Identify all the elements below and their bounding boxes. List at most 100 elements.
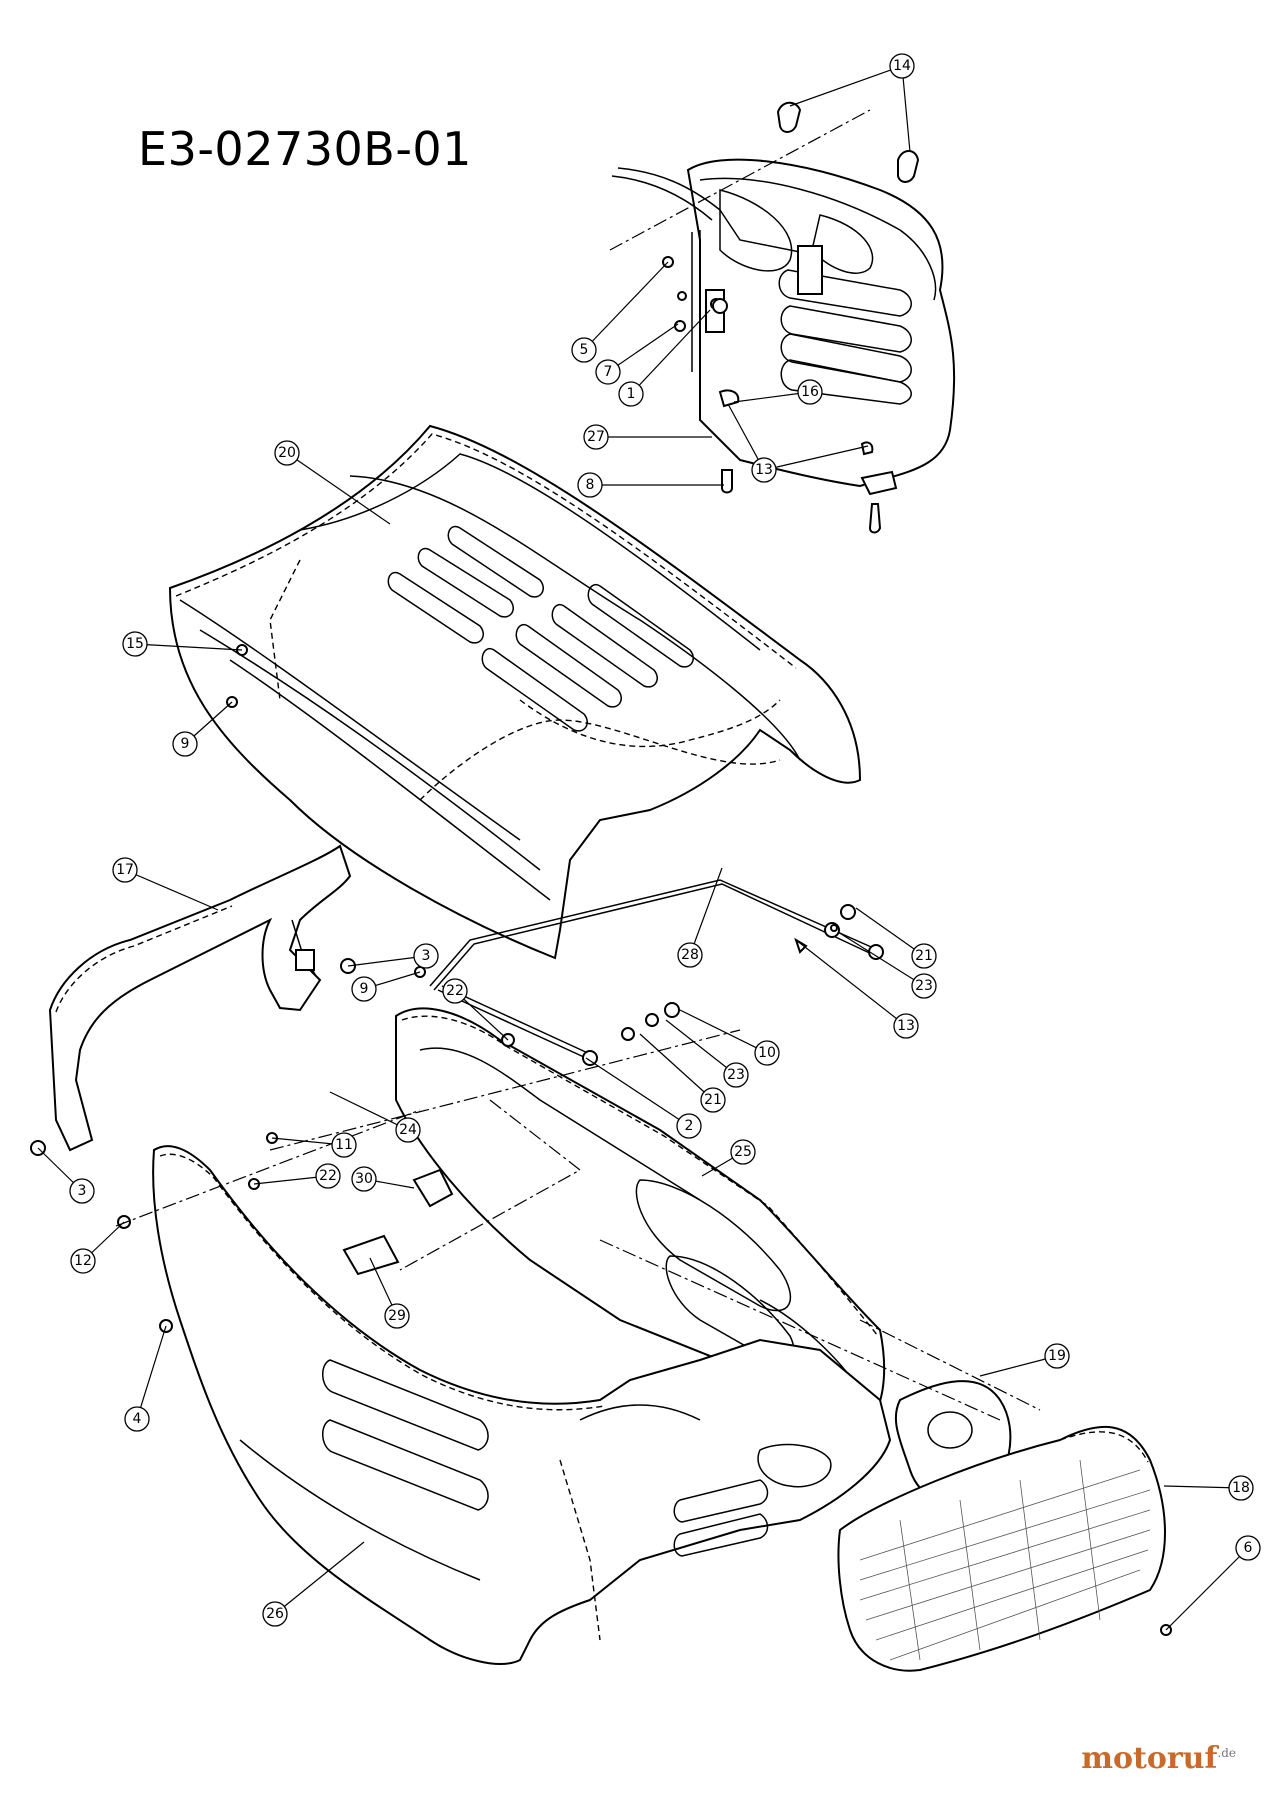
callout-label: 30 [355, 1171, 373, 1187]
callout-circle [112, 857, 138, 883]
front-body [152, 1145, 892, 1665]
callout-circle [331, 1132, 357, 1158]
callout-label: 25 [734, 1144, 752, 1160]
leader-line [329, 1091, 409, 1131]
callout-circle [911, 943, 937, 969]
callout-8: 8 [577, 472, 724, 498]
callout-26: 26 [262, 1541, 365, 1627]
callout-circle [315, 1163, 341, 1189]
callout-label: 20 [278, 445, 296, 461]
callout-label: 28 [681, 947, 699, 963]
callout-25: 25 [701, 1139, 756, 1177]
callout-circle [262, 1601, 288, 1627]
callout-23: 23 [665, 1019, 749, 1088]
assembly-lines [115, 109, 1041, 1421]
callout-label: 14 [893, 58, 911, 74]
callout-circle [911, 973, 937, 999]
leader-line [630, 309, 711, 395]
callout-label: 22 [446, 983, 464, 999]
callout-20: 20 [274, 440, 391, 525]
callout-label: 21 [915, 948, 933, 964]
callout-6: 6 [1165, 1535, 1261, 1631]
leader-line [124, 869, 219, 911]
callout-label: 3 [422, 948, 431, 964]
leader-line [1165, 1547, 1249, 1631]
callout-circle [751, 457, 777, 483]
hood [168, 424, 862, 960]
callout-label: 9 [181, 736, 190, 752]
callout-circle [797, 379, 823, 405]
callout-14: 14 [789, 53, 915, 153]
callout-circle [618, 381, 644, 407]
leader-line [665, 1019, 737, 1076]
callout-circle [595, 359, 621, 385]
callout-28: 28 [677, 867, 723, 968]
callout-11: 11 [271, 1132, 357, 1158]
front-hardware [30, 644, 1172, 1636]
callout-30: 30 [351, 1166, 415, 1192]
callout-label: 19 [1048, 1348, 1066, 1364]
callout-24: 24 [329, 1091, 421, 1143]
callout-18: 18 [1163, 1475, 1254, 1501]
leader-line [901, 65, 911, 153]
callout-label: 10 [758, 1045, 776, 1061]
front-bracket [48, 844, 352, 1152]
leader-line [979, 1355, 1058, 1377]
callout-label: 9 [360, 981, 369, 997]
callout-circle [1228, 1475, 1254, 1501]
leader-line [679, 1009, 768, 1054]
leader-line [607, 323, 679, 373]
callout-label: 7 [604, 364, 613, 380]
leader-line [639, 1033, 714, 1101]
callout-label: 21 [704, 1092, 722, 1108]
leader-line [585, 1057, 690, 1127]
leader-line [583, 261, 669, 351]
callout-circle [889, 53, 915, 79]
leader-line [136, 1325, 167, 1420]
callout-circle [700, 1087, 726, 1113]
callout-23: 23 [837, 931, 937, 999]
callout-17: 17 [112, 857, 219, 911]
callout-label: 15 [126, 636, 144, 652]
callout-label: 11 [335, 1137, 353, 1153]
callout-label: 29 [388, 1308, 406, 1324]
callout-circle [677, 942, 703, 968]
callout-circle [754, 1040, 780, 1066]
callout-label: 3 [78, 1183, 87, 1199]
callout-label: 27 [587, 429, 605, 445]
callout-circle [172, 731, 198, 757]
leader-line [733, 391, 811, 403]
callout-label: 23 [727, 1067, 745, 1083]
callout-circle [1044, 1343, 1070, 1369]
callout-circle [413, 943, 439, 969]
callout-27: 27 [583, 424, 712, 450]
callout-label: 5 [580, 342, 589, 358]
callout-circle [442, 978, 468, 1004]
grille [837, 1426, 1166, 1672]
callout-22: 22 [253, 1163, 341, 1189]
callout-7: 7 [595, 323, 679, 385]
callout-label: 26 [266, 1606, 284, 1622]
callout-circle [124, 1406, 150, 1432]
callout-5: 5 [571, 261, 669, 363]
callout-circle [571, 337, 597, 363]
callout-9: 9 [172, 701, 233, 757]
callout-9: 9 [351, 971, 421, 1002]
callout-label: 18 [1232, 1480, 1250, 1496]
callout-circle [893, 1013, 919, 1039]
callout-label: 12 [74, 1253, 92, 1269]
callout-circle [676, 1113, 702, 1139]
leader-line [274, 1541, 365, 1615]
callout-1: 1 [618, 309, 711, 407]
callout-22: 22 [442, 978, 509, 1041]
callout-circle [395, 1117, 421, 1143]
callout-circle [577, 472, 603, 498]
callout-label: 17 [116, 862, 134, 878]
callout-label: 24 [399, 1122, 417, 1138]
hood-rod [429, 879, 884, 1066]
callout-label: 1 [627, 386, 636, 402]
leader-line [795, 939, 907, 1027]
leader-line [347, 955, 427, 967]
